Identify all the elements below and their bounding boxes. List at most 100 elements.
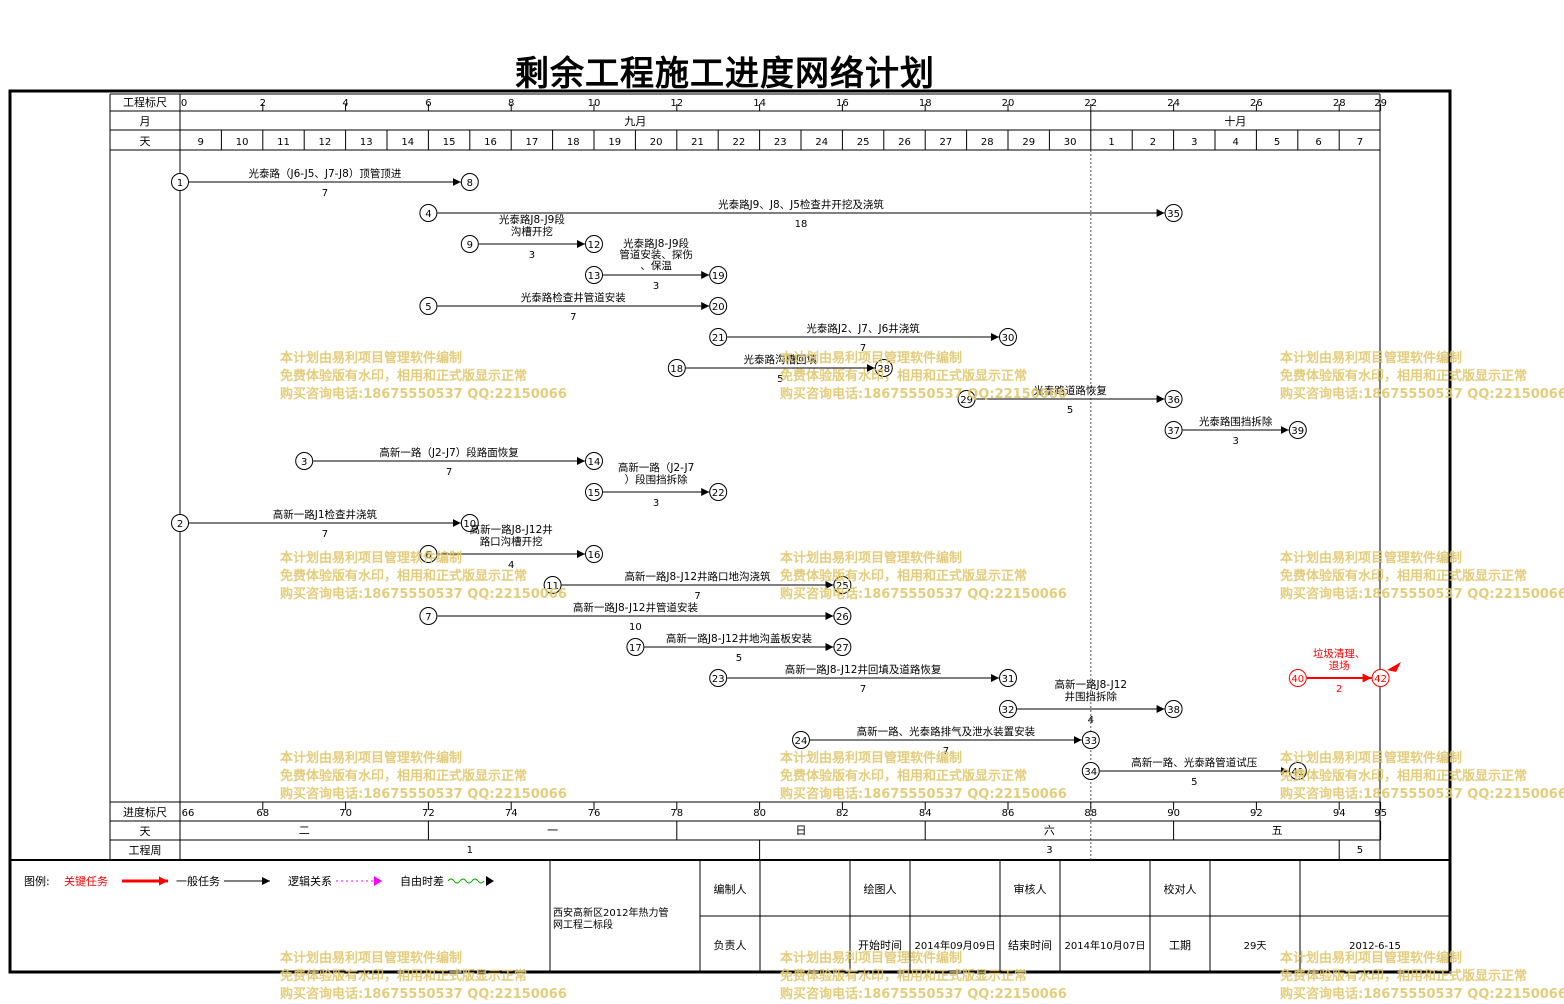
event-node-number: 4: [425, 209, 431, 220]
event-node-circle: [543, 576, 562, 594]
task-label: 沟槽开挖: [511, 225, 553, 238]
event-node-number: 2: [177, 519, 183, 530]
event-node-number: 37: [1167, 426, 1180, 437]
event-node-number: 9: [467, 240, 473, 251]
event-node-number: 23: [712, 674, 725, 685]
event-node: 34: [1081, 762, 1100, 780]
task-duration: 7: [694, 591, 700, 602]
start-label: 开始时间: [858, 938, 902, 952]
task-duration: 7: [860, 684, 866, 695]
event-node-circle: [1164, 390, 1183, 408]
event-node-number: 10: [463, 519, 476, 530]
day-label: 2: [1150, 137, 1156, 148]
event-node-circle: [585, 266, 603, 284]
scale-tick-label: 26: [1250, 98, 1263, 109]
week-number: 3: [1046, 845, 1052, 856]
task-duration: 3: [1233, 436, 1239, 447]
task-duration: 5: [1191, 777, 1197, 788]
owner-label: 负责人: [714, 938, 747, 952]
event-node-circle: [1288, 762, 1307, 780]
project-name: 西安高新区2012年热力管: [553, 906, 668, 919]
event-node-circle: [1164, 700, 1183, 718]
header-label-month: 月: [140, 115, 151, 128]
legend-logic-arrowhead: [374, 876, 382, 886]
scale-tick-label: 20: [1002, 98, 1015, 109]
event-node: 17: [626, 638, 645, 656]
event-node: 6: [419, 545, 438, 563]
weekday-label: 二: [299, 824, 310, 837]
task-duration: 5: [777, 374, 783, 385]
event-node-circle: [419, 545, 438, 563]
event-node-circle: [709, 669, 728, 687]
event-node: 33: [1081, 731, 1100, 749]
event-node-circle: [585, 235, 603, 253]
task-label: 光泰路J2、J7、J6井浇筑: [806, 322, 920, 335]
progress-tick-label: 88: [1084, 808, 1097, 819]
event-node-number: 11: [546, 581, 559, 592]
event-node: 15: [585, 483, 603, 501]
day-label: 14: [401, 137, 414, 148]
event-node-number: 18: [670, 364, 683, 375]
legend-item-name: 一般任务: [176, 875, 220, 888]
task-label: 光泰路沟槽回填: [744, 353, 818, 366]
day-label: 27: [940, 137, 953, 148]
event-node-number: 5: [425, 302, 431, 313]
event-node-circle: [1164, 421, 1183, 439]
progress-tick-label: 86: [1002, 808, 1015, 819]
event-node: 38: [1164, 700, 1183, 718]
scale-tick-label: 24: [1167, 98, 1180, 109]
weekday-label: 日: [796, 824, 807, 837]
task-label: 光泰路J9、J8、J5检查井开挖及浇筑: [718, 198, 884, 211]
progress-tick-label: 95: [1374, 808, 1387, 819]
task-duration: 2: [1336, 684, 1342, 695]
event-node: 13: [585, 266, 603, 284]
scale-tick-label: 8: [508, 98, 514, 109]
progress-tick-label: 74: [505, 808, 518, 819]
event-node-number: 30: [1002, 333, 1015, 344]
event-node-circle: [171, 173, 189, 191]
event-node-circle: [709, 297, 728, 315]
event-node: 1: [171, 173, 189, 191]
event-node-number: 1: [177, 178, 183, 189]
day-label: 18: [567, 137, 580, 148]
event-node-circle: [957, 390, 976, 408]
day-label: 22: [733, 137, 746, 148]
finish-flag-icon: [1387, 662, 1401, 672]
progress-tick-label: 78: [670, 808, 683, 819]
weekday-label: 一: [547, 824, 558, 837]
progress-tick-label: 76: [588, 808, 601, 819]
task-duration: 18: [795, 219, 808, 230]
day-label: 21: [691, 137, 704, 148]
event-node: 40: [1288, 669, 1307, 687]
day-label: 12: [319, 137, 332, 148]
event-node-number: 40: [1291, 674, 1304, 685]
event-node-circle: [460, 173, 479, 191]
event-node: 27: [833, 638, 852, 656]
duration-label: 工期: [1169, 939, 1191, 952]
event-node-number: 14: [588, 457, 601, 468]
event-node-number: 28: [877, 364, 890, 375]
legend-item-name: 逻辑关系: [288, 874, 332, 888]
event-node-number: 20: [712, 302, 725, 313]
task-duration: 5: [736, 653, 742, 664]
event-node: 39: [1288, 421, 1307, 439]
day-label: 23: [774, 137, 787, 148]
scale-tick-label: 10: [588, 98, 601, 109]
day-label: 9: [198, 137, 204, 148]
task-label: 管道安装、探伤: [619, 248, 693, 261]
outer-frame: [8, 89, 1452, 974]
event-node-number: 36: [1167, 395, 1180, 406]
event-node-number: 33: [1084, 736, 1097, 747]
event-node-number: 21: [712, 333, 725, 344]
legend-label: 图例:: [24, 874, 50, 888]
task-duration: 3: [529, 250, 535, 261]
progress-tick-label: 80: [753, 808, 766, 819]
event-node: 16: [585, 545, 603, 563]
event-node-circle: [833, 607, 852, 625]
event-node-circle: [709, 328, 728, 346]
event-node-circle: [419, 607, 438, 625]
task-label: 光泰路J8-J9段: [499, 213, 565, 226]
day-label: 25: [857, 137, 870, 148]
event-node-number: 22: [712, 488, 725, 499]
